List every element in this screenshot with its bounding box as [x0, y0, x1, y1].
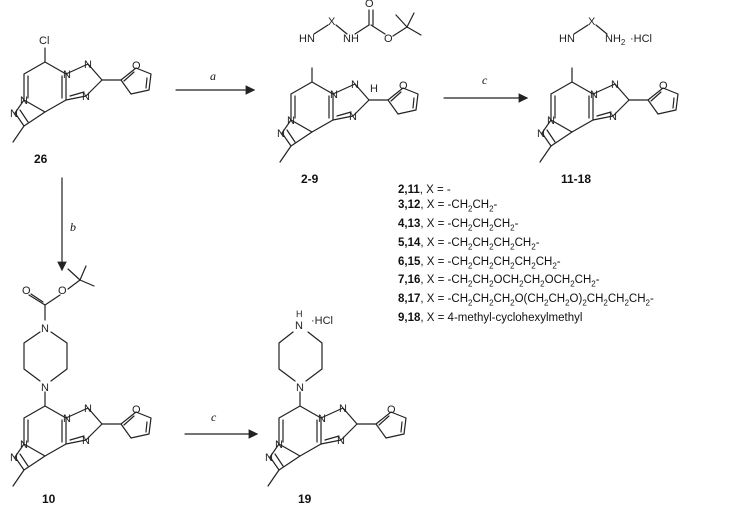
- legend-substituent: X = -CH2CH2CH2-: [426, 218, 519, 233]
- hcl-salt: ·HCl: [311, 315, 333, 327]
- legend-row: 9,18, X = 4-methyl-cyclohexylmethyl: [398, 311, 583, 324]
- atom-x: X: [588, 16, 596, 28]
- compound-label-19: 19: [298, 492, 312, 506]
- legend-ids: 5,14: [398, 236, 421, 249]
- atom-cl: Cl: [39, 35, 49, 47]
- atom-h: H: [296, 309, 303, 319]
- legend-substituent: X = -: [426, 184, 451, 196]
- atom-nh2: NH2: [605, 33, 626, 47]
- x-substituent-legend: 2,11, X = - 3,12, X = -CH2CH2- 4,13, X = -…: [398, 183, 654, 326]
- legend-substituent: X = -CH2CH2CH2CH2CH2-: [426, 255, 561, 270]
- legend-row: 7,16, X = -CH2CH2OCH2CH2OCH2CH2-: [398, 274, 600, 289]
- reagent-a: a: [210, 69, 216, 83]
- structure-2-9: HN X NH O O H: [276, 0, 422, 163]
- atom-x: X: [328, 16, 336, 28]
- legend-ids: 2,11: [398, 184, 420, 196]
- legend-row: 5,14, X = -CH2CH2CH2CH2-: [398, 236, 540, 252]
- structure-11-18: HN X NH2 ·HCl: [536, 16, 679, 163]
- atom-nh: NH: [343, 33, 359, 45]
- legend-row: 3,12, X = -CH2CH2-: [398, 199, 498, 214]
- legend-ids: 6,15: [398, 255, 421, 268]
- legend-ids: 3,12: [398, 199, 421, 212]
- atom-h: H: [370, 83, 378, 95]
- atom-n: N: [295, 320, 303, 332]
- legend-substituent: X = -CH2CH2-: [426, 199, 498, 214]
- structure-10: N N O O: [9, 265, 152, 487]
- atom-o: O: [22, 285, 31, 297]
- structure-19: N N H ·HCl: [264, 309, 407, 487]
- compound-label-11-18: 11-18: [561, 172, 591, 186]
- compound-label-2-9: 2-9: [301, 172, 319, 186]
- legend-row: 2,11, X = -: [398, 184, 451, 196]
- atom-o: O: [365, 0, 374, 10]
- legend-ids: 4,13: [398, 218, 421, 231]
- legend-ids: 8,17: [398, 292, 421, 305]
- atom-hn: HN: [299, 33, 315, 45]
- atom-o: O: [384, 33, 393, 45]
- structure-26: Cl: [9, 35, 152, 143]
- atom-hn: HN: [559, 33, 575, 45]
- legend-ids: 9,18: [398, 311, 421, 324]
- hcl-salt: ·HCl: [630, 33, 652, 45]
- compound-label-26: 26: [34, 152, 48, 166]
- legend-row: 6,15, X = -CH2CH2CH2CH2CH2-: [398, 255, 561, 270]
- atom-n: N: [296, 382, 304, 394]
- legend-row: 8,17, X = -CH2CH2CH2O(CH2CH2O)2CH2CH2CH2…: [398, 292, 654, 308]
- legend-substituent: X = 4-methyl-cyclohexylmethyl: [426, 311, 583, 324]
- reagent-c: c: [482, 73, 488, 87]
- reagent-c: c: [211, 410, 217, 424]
- compound-label-10: 10: [42, 492, 56, 506]
- legend-substituent: X = -CH2CH2CH2CH2-: [426, 236, 540, 252]
- legend-substituent: X = -CH2CH2CH2O(CH2CH2O)2CH2CH2CH2-: [426, 292, 654, 308]
- atom-n: N: [41, 382, 49, 394]
- legend-substituent: X = -CH2CH2OCH2CH2OCH2CH2-: [426, 274, 600, 289]
- atom-o: O: [58, 285, 67, 297]
- reagent-b: b: [70, 220, 76, 234]
- atom-n: N: [41, 323, 49, 335]
- legend-row: 4,13, X = -CH2CH2CH2-: [398, 218, 519, 233]
- legend-ids: 7,16: [398, 274, 421, 287]
